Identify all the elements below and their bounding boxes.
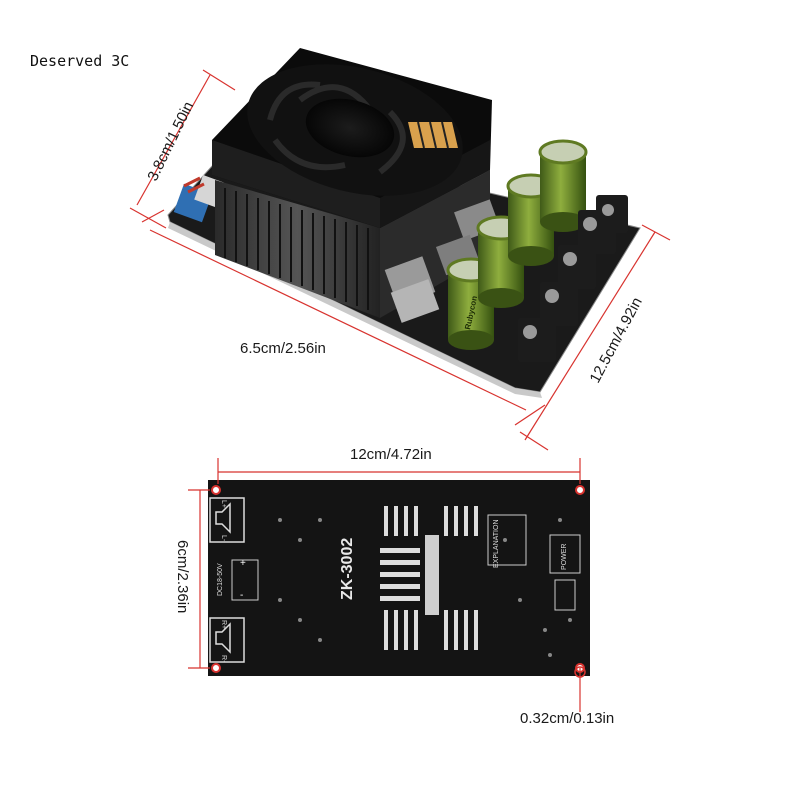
- minus-label: -: [240, 590, 243, 601]
- height-bottom-label: 6cm/2.36in: [174, 540, 191, 613]
- pcb-bottom-view: [208, 480, 590, 676]
- width-bottom-label: 12cm/4.72in: [350, 446, 432, 463]
- capacitors: [446, 139, 588, 350]
- amplifier-board-3d: [167, 48, 641, 398]
- hole-diameter-label: 0.32cm/0.13in: [520, 710, 615, 727]
- left-plus-label: L+: [220, 500, 227, 508]
- voltage-label: DC18-50V: [217, 563, 224, 596]
- dimension-lines-bottom: [188, 458, 581, 712]
- power-label: POWER: [561, 544, 568, 570]
- length-top-label: 12.5cm/4.92in: [587, 295, 646, 386]
- capacitor: [538, 139, 588, 232]
- explanation-label: EXPLANATION: [493, 520, 500, 569]
- dimension-lines-top: [129, 69, 671, 451]
- pcb-back: [208, 480, 590, 676]
- left-minus-label: L-: [220, 535, 227, 542]
- cooling-fan: [212, 48, 492, 228]
- heatsink: [215, 180, 380, 318]
- right-minus-label: R-: [220, 655, 227, 663]
- right-plus-label: R+: [220, 620, 227, 629]
- depth-top-label: 6.5cm/2.56in: [240, 340, 326, 357]
- height-top-label: 3.8cm/1.50in: [144, 99, 197, 184]
- brand-label: Deserved 3C: [30, 52, 130, 70]
- model-label: ZK-3002: [339, 538, 356, 600]
- speaker-terminals: [518, 195, 628, 362]
- plus-label: +: [240, 558, 246, 569]
